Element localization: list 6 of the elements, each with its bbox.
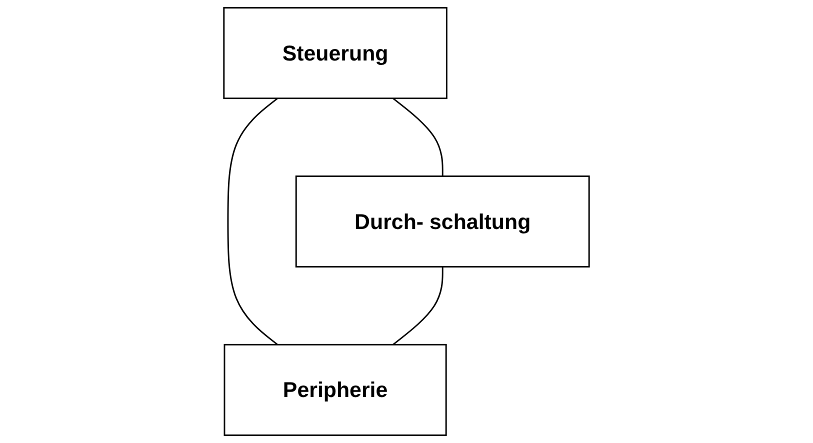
node-box: Steuerung [223,7,448,100]
node-box: Peripherie [224,344,447,436]
node-box: Durch- schaltung [295,176,590,268]
connector [227,98,278,346]
connector [392,266,444,346]
connector [392,98,444,176]
